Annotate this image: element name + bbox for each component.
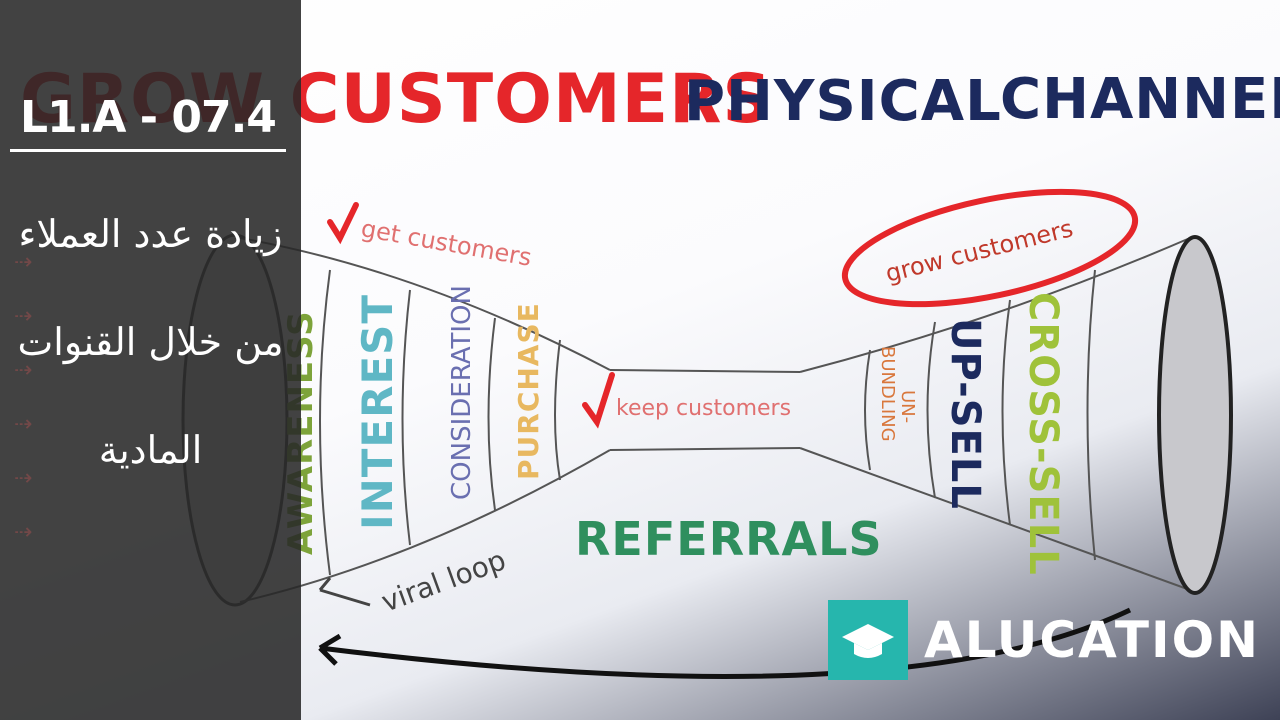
arrow-right-icon: ⇢ <box>14 358 33 383</box>
heading-channel: CHANNEL <box>1000 67 1280 132</box>
brand-name: ALUCATION <box>924 611 1260 669</box>
arrow-right-icon: ⇢ <box>14 250 33 275</box>
arrow-right-icon: ⇢ <box>14 304 33 329</box>
heading-physical: PHYSICAL <box>684 69 1002 134</box>
decorative-arrows: ⇢ ⇢ ⇢ ⇢ ⇢ ⇢ <box>14 250 32 574</box>
stage-consideration: CONSIDERATION <box>447 285 477 500</box>
graduation-cap-icon <box>828 600 908 680</box>
referral-loop-arrow <box>318 607 1132 679</box>
brand-watermark: ALUCATION <box>828 600 1260 680</box>
label-keep-customers: keep customers <box>616 396 791 421</box>
stage-crosssell: CROSS-SELL <box>1020 292 1066 576</box>
checkmark-icon <box>582 372 615 429</box>
checkmark-icon <box>327 202 359 245</box>
lesson-title-line-3: المادية <box>98 428 203 472</box>
stage-unbundling-2: BUNDLING <box>877 346 898 442</box>
lesson-title-line-1: زيادة عدد العملاء <box>18 212 283 256</box>
stage-purchase: PURCHASE <box>512 302 545 480</box>
arrow-right-icon: ⇢ <box>14 466 33 491</box>
lesson-title-line-2: من خلال القنوات <box>17 320 284 364</box>
lesson-code: L1.A - 07.4 <box>10 92 286 152</box>
label-get-customers: get customers <box>359 214 534 272</box>
arrow-right-icon: ⇢ <box>14 520 33 545</box>
grow-customers-circle <box>841 188 1139 308</box>
stage-upsell: UP-SELL <box>942 318 988 510</box>
stage-interest: INTEREST <box>353 294 402 530</box>
label-grow-customers: grow customers <box>883 214 1076 288</box>
arrow-right-icon: ⇢ <box>14 412 33 437</box>
viral-loop-arrow <box>318 577 371 607</box>
stage-unbundling-1: UN- <box>897 390 918 423</box>
lesson-title-panel: ⇢ ⇢ ⇢ ⇢ ⇢ ⇢ L1.A - 07.4 زيادة عدد العملا… <box>0 0 301 720</box>
label-referrals: REFERRALS <box>575 512 883 566</box>
label-viral-loop: viral loop <box>377 543 510 618</box>
